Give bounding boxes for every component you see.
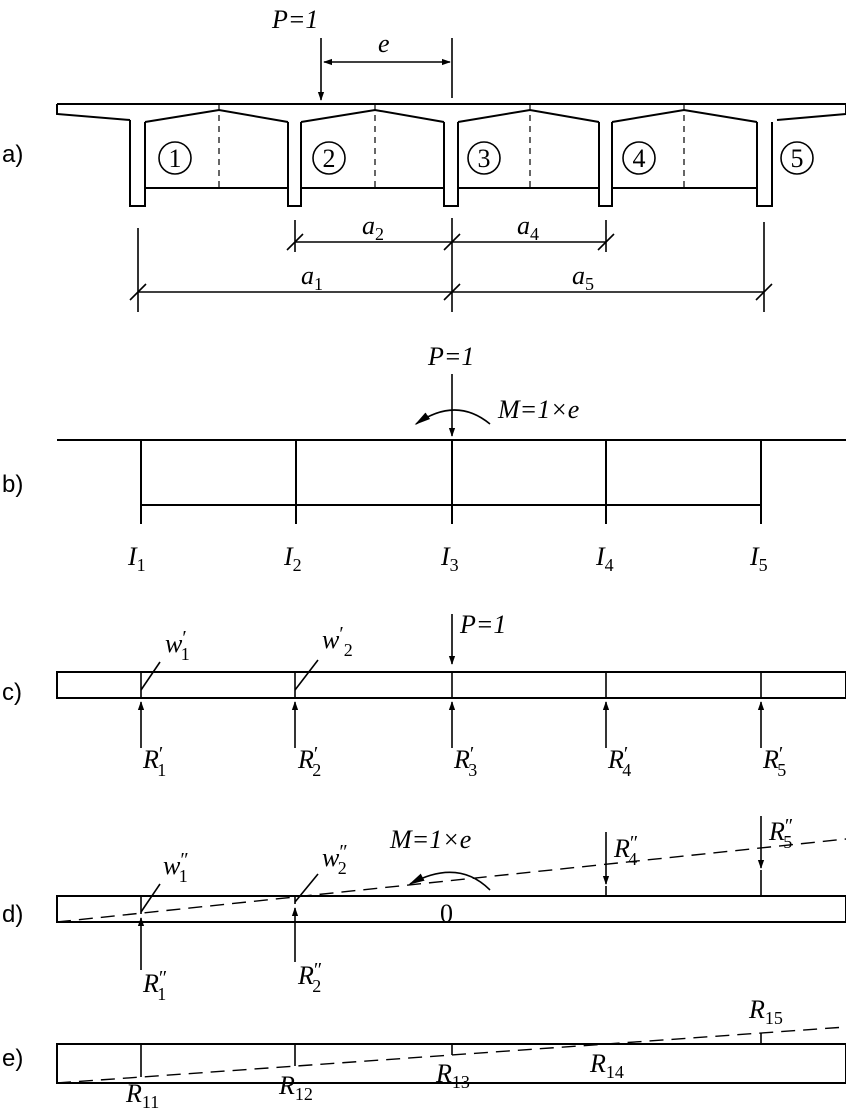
reaction-r1-double: R″1	[142, 967, 167, 1004]
inertia-label-5: I5	[749, 542, 768, 575]
eccentricity-label: e	[378, 29, 390, 58]
panel-d-beam	[56, 895, 846, 923]
dim-a5: a5	[572, 261, 594, 294]
panel-c: c) P=1 w′1 w′2 R′1 R′2 R′3 R′4 R′5	[2, 610, 846, 780]
svg-text:1: 1	[169, 144, 182, 173]
w1-double-leader	[140, 883, 161, 913]
inertia-label-1: I1	[127, 542, 146, 575]
inertia-label-2: I2	[283, 542, 302, 575]
defl-w1-double: w″1	[163, 849, 189, 886]
rotation-center-zero: 0	[440, 899, 453, 928]
reaction-r4-double: R″4	[613, 832, 638, 869]
reaction-r11: R11	[125, 1079, 159, 1111]
girder-number-1: 1	[158, 141, 192, 175]
inertia-label-3: I3	[440, 542, 459, 575]
dim-a1: a1	[301, 261, 323, 294]
svg-text:2: 2	[323, 144, 336, 173]
panel-d-moment-arrow	[408, 871, 491, 891]
svg-text:5: 5	[791, 144, 804, 173]
dim-a4: a4	[517, 211, 539, 244]
panel-a-tag: a)	[2, 141, 23, 168]
reaction-r4-prime: R′4	[607, 743, 631, 780]
panel-b: b) P=1 M=1×e I1 I2 I3 I4 I5	[2, 342, 846, 575]
panel-c-girder-marks	[140, 672, 762, 698]
panel-c-tag: c)	[2, 679, 22, 706]
reaction-r5-prime: R′5	[762, 743, 786, 780]
panel-b-tag: b)	[2, 471, 23, 498]
svg-text:4: 4	[633, 144, 646, 173]
deck-right-cantilever	[776, 104, 846, 121]
panel-e-tag: e)	[2, 1045, 23, 1072]
panel-e-girder-marks	[140, 1033, 762, 1077]
w1-leader	[140, 661, 161, 691]
reaction-r2-double: R″2	[297, 959, 322, 996]
svg-text:3: 3	[478, 144, 491, 173]
reaction-r5-double: R″5	[768, 815, 793, 852]
panel-b-moment-arrow	[414, 409, 491, 425]
panel-c-reaction-arrows	[137, 701, 765, 748]
reaction-r2-prime: R′2	[297, 743, 321, 780]
dim-a2: a2	[362, 211, 384, 244]
w2-double-leader	[294, 873, 319, 903]
girder-number-2: 2	[312, 141, 346, 175]
girder-number-3: 3	[467, 141, 501, 175]
panel-a: a) P=1 e	[2, 5, 846, 312]
panel-d-reaction-arrows	[137, 816, 765, 970]
reaction-r3-prime: R′3	[453, 743, 477, 780]
w2-leader	[294, 659, 319, 691]
panel-d-moment-label: M=1×e	[389, 825, 471, 854]
defl-w2-double: w″2	[322, 841, 348, 878]
girder-number-5: 5	[780, 141, 814, 175]
reaction-r13: R13	[435, 1059, 470, 1092]
defl-w2-prime: w′2	[322, 623, 353, 660]
box-cells	[144, 104, 758, 189]
inertia-label-4: I4	[595, 542, 614, 575]
panel-b-load-label: P=1	[427, 342, 474, 371]
panel-b-moment-label: M=1×e	[497, 395, 579, 424]
reaction-r15: R15	[748, 995, 783, 1028]
panel-c-load-label: P=1	[459, 610, 506, 639]
girder-number-4: 4	[622, 141, 656, 175]
panel-d: d) M=1×e 0 w″1 w″2 R″1 R″2 R″4 R″5	[2, 815, 846, 1004]
deck-left-cantilever	[56, 104, 131, 121]
girder-posts	[140, 440, 762, 524]
panel-e: e) R11 R12 R13 R14 R15	[2, 995, 846, 1111]
girder-stems	[129, 120, 773, 207]
panel-a-load-label: P=1	[271, 5, 318, 34]
reaction-r14: R14	[589, 1049, 624, 1082]
panel-d-rotated-line	[56, 838, 846, 923]
panel-d-tag: d)	[2, 901, 23, 928]
reaction-r12: R12	[278, 1071, 313, 1104]
defl-w1-prime: w′1	[165, 627, 190, 664]
girder-spacing-dimensions	[129, 218, 773, 312]
reaction-r1-prime: R′1	[142, 743, 166, 780]
